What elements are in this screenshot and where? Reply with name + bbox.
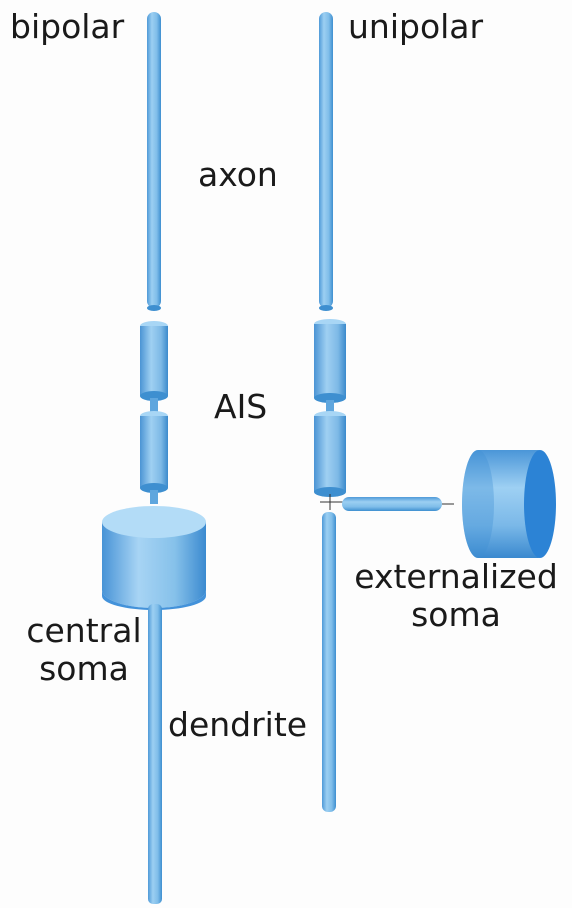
bipolar-node-1 xyxy=(150,398,158,412)
unipolar-label: unipolar xyxy=(348,7,484,46)
externalized-soma-label-line-2: soma xyxy=(411,595,501,634)
central-soma-label-line-1: central xyxy=(26,611,142,650)
unipolar-ais-segment-2 xyxy=(314,411,346,497)
bipolar-ais-segment-2 xyxy=(140,411,168,493)
central-soma xyxy=(102,506,206,610)
ais-label: AIS xyxy=(214,387,268,426)
bipolar-node-2 xyxy=(150,490,158,504)
externalized-soma-label: externalized soma xyxy=(340,558,572,634)
stem-process xyxy=(342,497,442,511)
unipolar-node-1 xyxy=(326,400,334,412)
bipolar-label: bipolar xyxy=(10,7,125,46)
bipolar-axon xyxy=(147,12,161,311)
unipolar-neuron xyxy=(314,12,556,812)
axon-label: axon xyxy=(198,155,278,194)
dendrite-label: dendrite xyxy=(168,705,308,744)
central-soma-label-line-2: soma xyxy=(39,649,129,688)
t-junction xyxy=(320,494,344,510)
bipolar-dendrite xyxy=(148,604,162,904)
externalized-soma xyxy=(462,450,556,558)
unipolar-dendrite xyxy=(322,512,336,812)
bipolar-ais-segment-1 xyxy=(140,321,168,401)
unipolar-ais-segment-1 xyxy=(314,319,346,403)
bipolar-neuron xyxy=(102,12,206,904)
externalized-soma-label-line-1: externalized xyxy=(354,557,558,596)
unipolar-axon xyxy=(319,12,333,311)
central-soma-label: central soma xyxy=(18,612,150,688)
